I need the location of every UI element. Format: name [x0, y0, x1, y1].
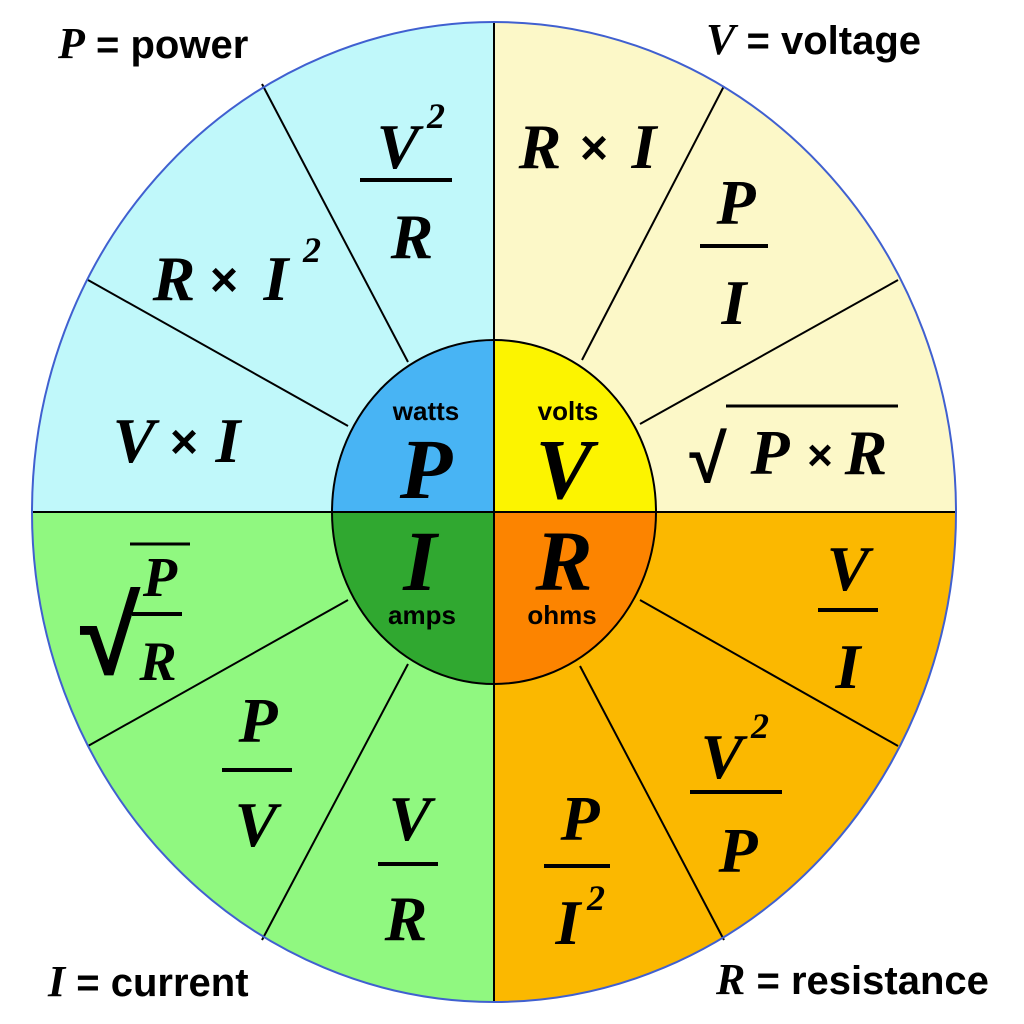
formula-p-over-i-squared: P I 2 [544, 783, 610, 958]
current-quadrant [32, 512, 494, 1002]
svg-text:P: P [749, 417, 790, 488]
formula-v-squared-over-p: V 2 P [690, 706, 782, 886]
svg-text:R: R [384, 883, 428, 954]
center-outline [331, 339, 657, 685]
svg-text:V: V [827, 533, 875, 604]
svg-text:I: I [631, 111, 659, 182]
svg-text:P: P [717, 815, 758, 886]
formula-v-times-i: V × I [113, 405, 243, 476]
svg-text:2: 2 [302, 230, 321, 270]
power-center-symbol: P [399, 421, 454, 517]
power-center [332, 340, 494, 512]
svg-text:V: V [389, 783, 437, 854]
formula-v-over-r: V R [378, 783, 438, 954]
power-unit: watts [392, 396, 459, 426]
svg-text:R: R [390, 201, 434, 272]
formula-p-over-v: P V [222, 685, 292, 860]
formula-p-over-i: P I [700, 167, 768, 338]
divider-line [261, 83, 409, 363]
legend-power: P = power [58, 22, 248, 66]
legend-current-symbol: I [48, 957, 66, 1006]
voltage-center-symbol: V [535, 421, 599, 517]
current-center [332, 512, 494, 684]
divider-line [639, 279, 899, 425]
svg-text:R: R [152, 243, 196, 314]
svg-text:P: P [237, 685, 278, 756]
voltage-quadrant [494, 22, 956, 512]
formula-sqrt-p-over-r: √ P R [80, 542, 190, 698]
svg-text:I: I [835, 631, 863, 702]
wheel-border [31, 21, 957, 1003]
divider-line [87, 599, 349, 747]
legend-resistance: R = resistance [716, 958, 989, 1002]
svg-text:2: 2 [586, 878, 605, 918]
svg-text:V: V [113, 405, 161, 476]
svg-text:2: 2 [426, 96, 445, 136]
resistance-quadrant [494, 512, 956, 1002]
divider-line [579, 665, 725, 941]
svg-text:V: V [377, 111, 425, 182]
power-quadrant [32, 22, 494, 512]
formula-sqrt-p-times-r: √ P × R [689, 404, 898, 497]
legend-resistance-text: = resistance [756, 959, 989, 1003]
current-center-symbol: I [402, 513, 439, 609]
svg-text:I: I [721, 267, 749, 338]
legend-voltage-text: = voltage [746, 19, 921, 63]
svg-text:V: V [701, 721, 749, 792]
svg-text:R: R [138, 631, 176, 693]
svg-text:I: I [555, 887, 583, 958]
svg-text:I: I [215, 405, 243, 476]
formula-v-over-i: V I [818, 533, 878, 702]
divider-line [261, 663, 409, 941]
svg-text:√: √ [80, 575, 141, 698]
legend-resistance-symbol: R [716, 955, 746, 1004]
svg-text:P: P [715, 167, 756, 238]
svg-text:P: P [559, 783, 600, 854]
current-unit: amps [388, 600, 456, 630]
svg-text:2: 2 [750, 706, 769, 746]
voltage-center [494, 340, 656, 512]
legend-current-text: = current [76, 961, 249, 1005]
svg-text:P: P [142, 547, 178, 609]
svg-text:R: R [518, 111, 562, 182]
resistance-unit: ohms [527, 600, 596, 630]
resistance-center-symbol: R [534, 513, 592, 609]
svg-text:V: V [235, 789, 283, 860]
svg-text:×: × [580, 122, 608, 175]
svg-text:√: √ [689, 421, 727, 497]
voltage-unit: volts [538, 396, 599, 426]
svg-text:I: I [263, 243, 291, 314]
formula-v-squared-over-r: V 2 R [360, 96, 452, 272]
divider-line [581, 85, 725, 361]
svg-text:×: × [170, 416, 198, 469]
legend-current: I = current [48, 960, 249, 1004]
legend-power-symbol: P [58, 19, 85, 68]
formula-r-times-i: R × I [518, 111, 659, 182]
legend-voltage: V = voltage [706, 18, 921, 62]
svg-text:R: R [844, 417, 888, 488]
formula-r-times-i-squared: R × I 2 [152, 230, 321, 314]
legend-power-text: = power [96, 23, 249, 67]
resistance-center [494, 512, 656, 684]
divider-line [639, 599, 899, 747]
svg-text:×: × [210, 254, 238, 307]
legend-voltage-symbol: V [706, 15, 736, 64]
divider-line [87, 279, 349, 427]
svg-text:×: × [807, 431, 833, 480]
